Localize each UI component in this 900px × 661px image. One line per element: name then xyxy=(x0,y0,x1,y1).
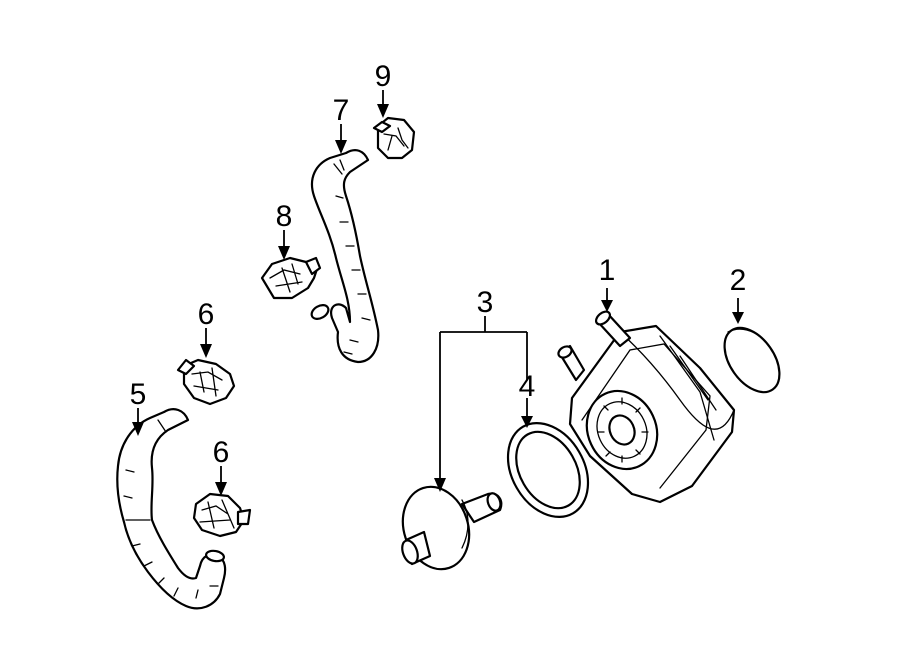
seal-part xyxy=(723,326,781,394)
upper-hose-part xyxy=(310,149,380,364)
callout-leaders xyxy=(132,90,744,496)
callout-6-lower: 6 xyxy=(213,436,230,469)
callout-7: 7 xyxy=(333,94,350,127)
lower-hose-part xyxy=(116,408,227,610)
oil-cooler-part xyxy=(557,310,736,504)
clamp-part-8 xyxy=(260,256,322,300)
connector-bolt-part xyxy=(401,485,503,571)
callout-3: 3 xyxy=(477,286,494,319)
callout-6-upper: 6 xyxy=(198,298,215,331)
clamp-part-9 xyxy=(372,116,416,160)
clamp-part-6-upper xyxy=(176,358,236,406)
gasket-ring-part xyxy=(506,422,590,518)
clamp-part-6-lower xyxy=(192,492,252,538)
callout-5: 5 xyxy=(130,378,147,411)
callout-8: 8 xyxy=(276,200,293,233)
callout-4: 4 xyxy=(519,370,536,403)
callout-2: 2 xyxy=(730,264,747,297)
callout-9: 9 xyxy=(375,60,392,93)
callout-1: 1 xyxy=(599,254,616,287)
